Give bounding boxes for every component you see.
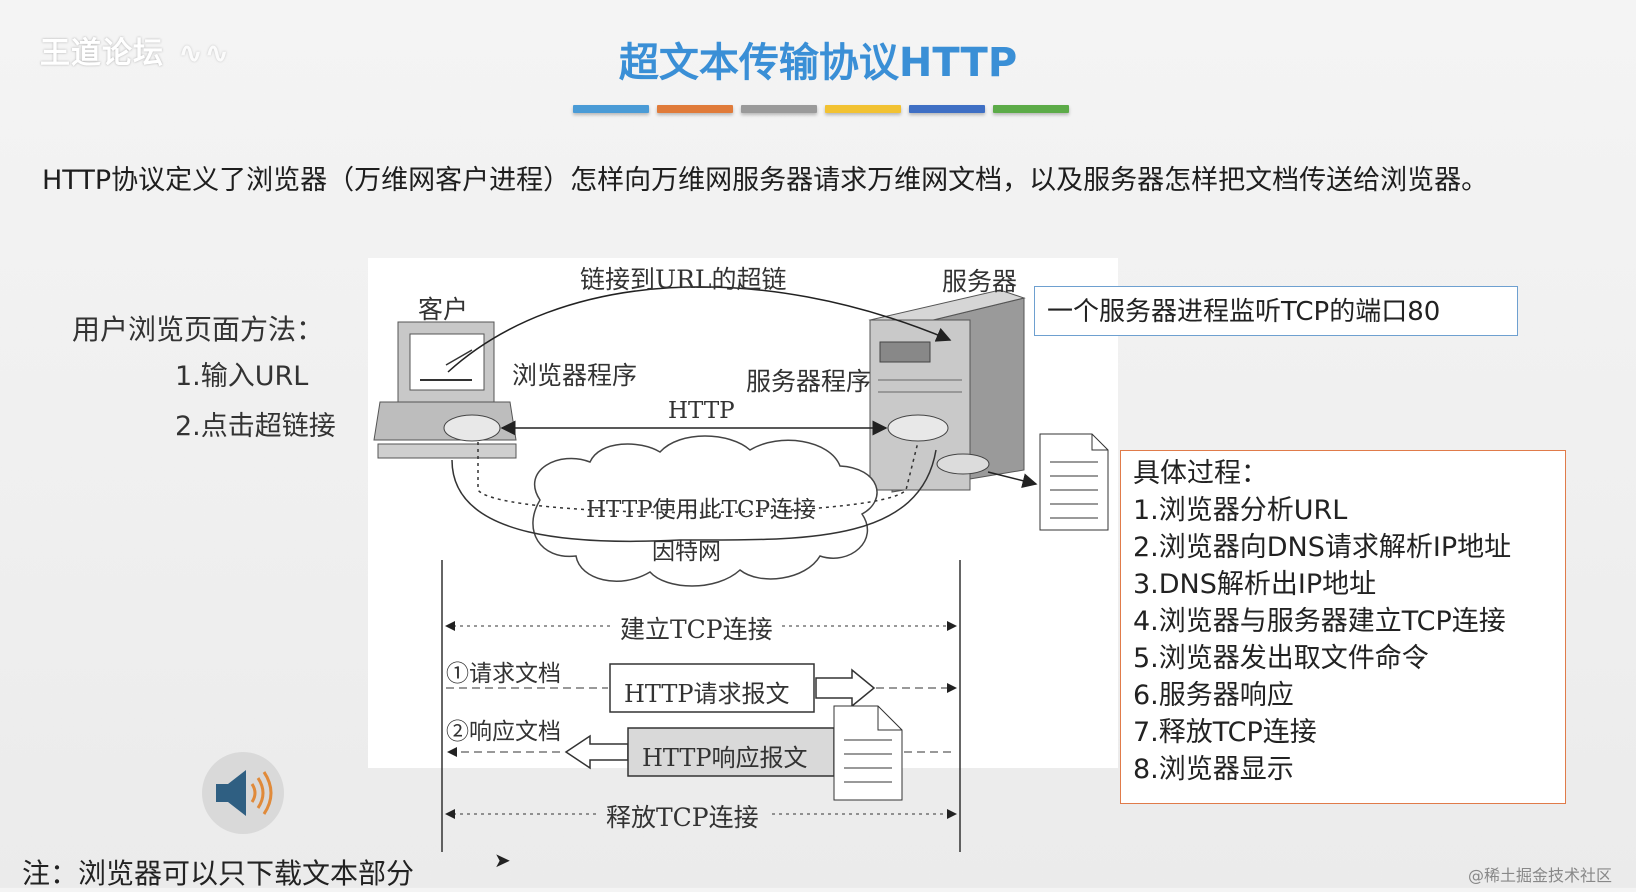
watermark-logo: 王道论坛 ∿∿ bbox=[40, 28, 230, 72]
process-step: 6.服务器响应 bbox=[1133, 680, 1294, 711]
server-label: 服务器 bbox=[942, 267, 1018, 296]
request-doc-label: ①请求文档 bbox=[446, 661, 561, 687]
methods-title: 用户浏览页面方法： bbox=[72, 313, 325, 346]
watermark-text: 王道论坛 bbox=[40, 36, 164, 71]
color-bar bbox=[741, 105, 817, 113]
response-doc-label: ②响应文档 bbox=[446, 719, 561, 745]
process-step: 2.浏览器向DNS请求解析IP地址 bbox=[1133, 532, 1512, 563]
process-step: 8.浏览器显示 bbox=[1133, 754, 1294, 785]
mouse-cursor-icon: ➤ bbox=[494, 848, 511, 872]
response-block-arrow bbox=[564, 734, 629, 770]
process-step: 1.浏览器分析URL bbox=[1133, 495, 1348, 526]
intro-paragraph: HTTP协议定义了浏览器（万维网客户进程）怎样向万维网服务器请求万维网文档，以及… bbox=[42, 165, 1489, 196]
process-box: 具体过程： 1.浏览器分析URL 2.浏览器向DNS请求解析IP地址 3.DNS… bbox=[1120, 450, 1566, 804]
color-bar bbox=[993, 105, 1069, 113]
color-bar bbox=[573, 105, 649, 113]
internet-path bbox=[451, 449, 937, 543]
http-label: HTTP bbox=[668, 398, 735, 424]
browser-program-label: 浏览器程序 bbox=[512, 361, 638, 390]
method-item: 2.点击超链接 bbox=[175, 411, 336, 442]
process-title: 具体过程： bbox=[1133, 458, 1268, 489]
title-color-bars bbox=[573, 105, 1069, 113]
client-computer-icon bbox=[373, 321, 517, 459]
slide-title: 超文本传输协议HTTP bbox=[618, 40, 1018, 86]
server-icon bbox=[868, 289, 1038, 493]
tcp-use-label: HTTP使用此TCP连接 bbox=[586, 497, 817, 523]
process-step: 3.DNS解析出IP地址 bbox=[1133, 569, 1377, 600]
process-step: 7.释放TCP连接 bbox=[1133, 717, 1317, 748]
response-message-label: HTTP响应报文 bbox=[642, 744, 808, 772]
client-label: 客户 bbox=[418, 295, 469, 324]
server-program-label: 服务器程序 bbox=[746, 367, 872, 396]
process-step: 4.浏览器与服务器建立TCP连接 bbox=[1133, 606, 1506, 637]
signature-mark: ∿∿ bbox=[178, 36, 231, 71]
color-bar bbox=[657, 105, 733, 113]
speaker-icon bbox=[216, 770, 273, 816]
port-note-box: 一个服务器进程监听TCP的端口80 bbox=[1034, 286, 1518, 336]
establish-tcp-label: 建立TCP连接 bbox=[620, 615, 773, 644]
method-item: 1.输入URL bbox=[175, 361, 309, 392]
request-message-label: HTTP请求报文 bbox=[624, 680, 790, 708]
color-bar bbox=[825, 105, 901, 113]
release-tcp-label: 释放TCP连接 bbox=[606, 803, 759, 832]
document-icon bbox=[1039, 433, 1109, 531]
credit-text: @稀土掘金技术社区 bbox=[1468, 866, 1613, 885]
audio-button[interactable] bbox=[202, 752, 284, 834]
internet-cloud bbox=[532, 435, 878, 587]
response-document-icon bbox=[833, 705, 903, 801]
request-message-box bbox=[609, 663, 815, 713]
hyperlink-label: 链接到URL的超链 bbox=[580, 265, 787, 294]
internet-label: 因特网 bbox=[652, 539, 721, 565]
color-bar bbox=[909, 105, 985, 113]
footnote: 注：浏览器可以只下载文本部分 bbox=[22, 857, 415, 890]
process-step: 5.浏览器发出取文件命令 bbox=[1133, 643, 1429, 674]
hyperlink-arrow bbox=[447, 286, 952, 373]
request-block-arrow bbox=[815, 668, 876, 708]
